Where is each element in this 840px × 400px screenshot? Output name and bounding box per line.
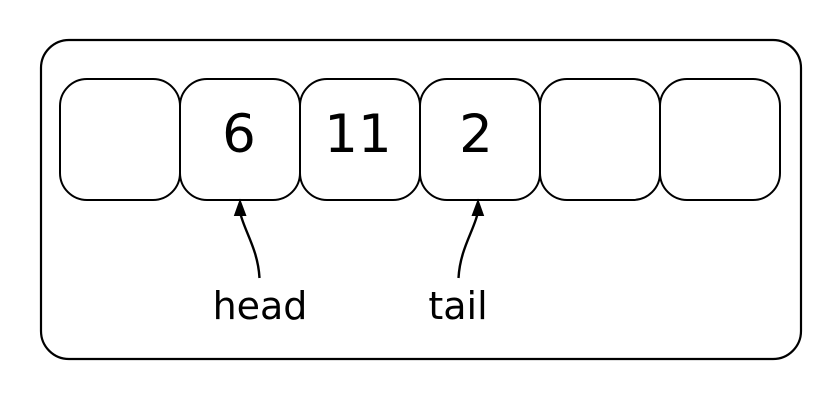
cell-value-1: 6: [222, 104, 256, 165]
tail-pointer: tail: [428, 198, 488, 328]
queue-cell-0: [59, 78, 181, 201]
head-pointer: head: [213, 198, 308, 328]
queue-cell-4: [539, 78, 661, 201]
cell-value-3: 2: [459, 104, 493, 165]
tail-arrowhead-icon: [471, 198, 485, 216]
cell-value-2: 11: [324, 104, 391, 165]
head-arrowhead-icon: [233, 198, 247, 216]
tail-arrow-stem: [457, 213, 479, 279]
head-arrow-stem: [239, 213, 261, 279]
tail-label: tail: [428, 284, 487, 328]
queue-cells: 6 11 2: [59, 78, 781, 201]
head-label: head: [213, 284, 308, 328]
queue-cell-5: [659, 78, 781, 201]
